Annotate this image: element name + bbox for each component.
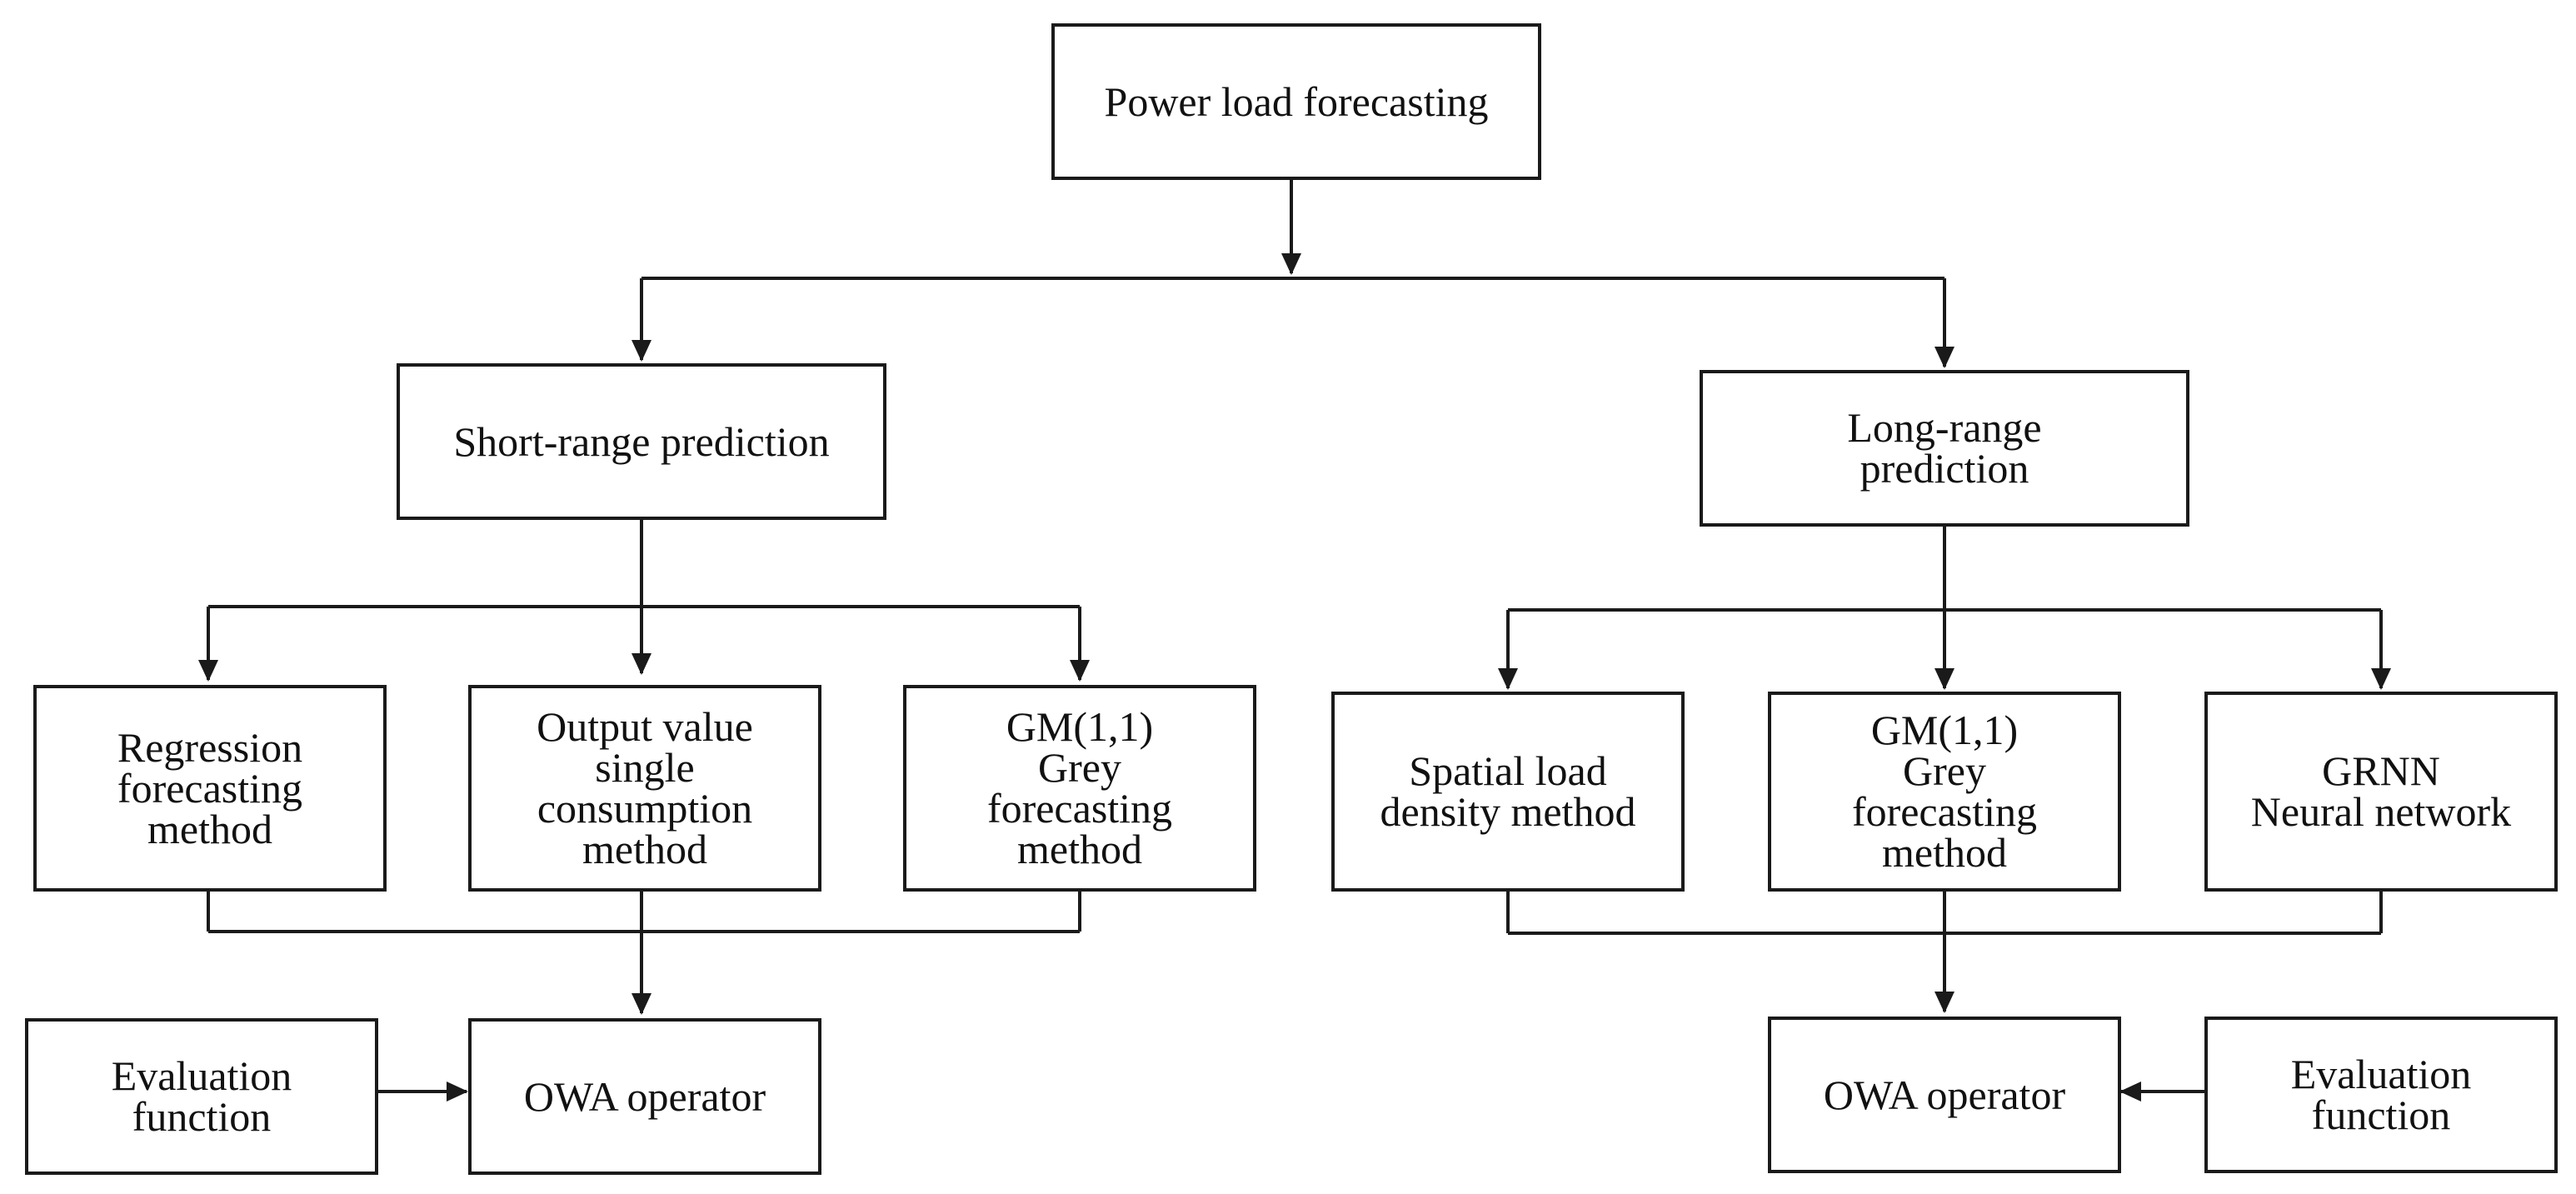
root-node-label: Power load forecasting — [1104, 77, 1489, 125]
short-method-output-value-label: Output value single consumption method — [537, 703, 753, 872]
short-method-regression: Regression forecasting method — [33, 685, 387, 892]
short-owa-label: OWA operator — [523, 1072, 766, 1120]
long-method-grey-label: GM(1,1) Grey forecasting method — [1851, 707, 2038, 876]
long-owa-operator: OWA operator — [1768, 1017, 2121, 1173]
short-method-grey: GM(1,1) Grey forecasting method — [903, 685, 1256, 892]
short-range-node: Short-range prediction — [397, 363, 886, 520]
long-evaluation-function: Evaluation function — [2204, 1017, 2558, 1173]
long-method-grnn-label: GRNN Neural network — [2250, 747, 2512, 835]
root-node: Power load forecasting — [1051, 23, 1541, 180]
long-method-spatial: Spatial load density method — [1331, 692, 1685, 892]
long-range-label: Long-range prediction — [1847, 404, 2042, 492]
long-owa-label: OWA operator — [1823, 1071, 2066, 1118]
long-method-grnn: GRNN Neural network — [2204, 692, 2558, 892]
long-method-spatial-label: Spatial load density method — [1380, 747, 1636, 835]
long-range-node: Long-range prediction — [1700, 370, 2189, 527]
short-method-grey-label: GM(1,1) Grey forecasting method — [986, 703, 1173, 872]
short-evaluation-function: Evaluation function — [25, 1018, 378, 1175]
short-method-regression-label: Regression forecasting method — [117, 723, 303, 852]
short-method-output-value: Output value single consumption method — [468, 685, 821, 892]
long-method-grey: GM(1,1) Grey forecasting method — [1768, 692, 2121, 892]
short-evaluation-label: Evaluation function — [111, 1052, 292, 1140]
long-evaluation-label: Evaluation function — [2290, 1051, 2472, 1138]
short-owa-operator: OWA operator — [468, 1018, 821, 1175]
short-range-label: Short-range prediction — [453, 417, 830, 465]
